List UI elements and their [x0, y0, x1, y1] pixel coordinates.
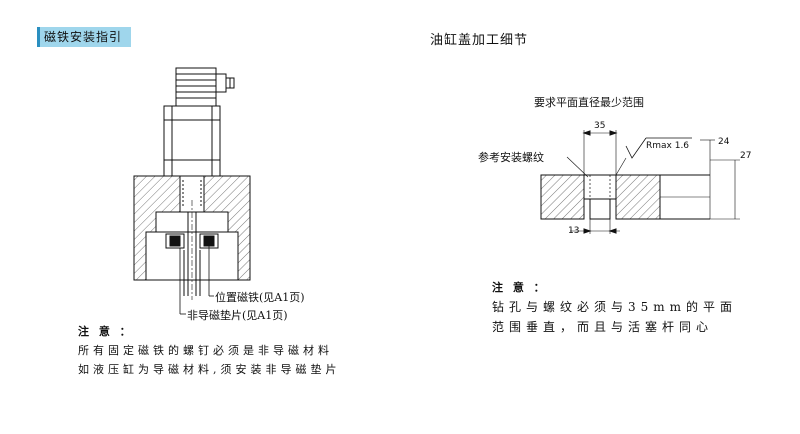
left-note-line-1: 所有固定磁铁的螺钉必须是非导磁材料 — [78, 344, 333, 357]
roughness-label: Rmax 1.6 — [646, 141, 690, 151]
left-note-title: 注 意 ： — [78, 325, 134, 338]
right-note-title: 注 意 ： — [492, 281, 548, 294]
left-note-line-2: 如液压缸为导磁材料,须安装非导磁垫片 — [78, 363, 341, 376]
dim-width-35: 35 — [594, 121, 606, 131]
right-note-line-2: 范围垂直，而且与活塞杆同心 — [492, 320, 714, 334]
section-tag: 磁铁安装指引 — [37, 27, 131, 47]
dim-hole-13: 13 — [568, 226, 580, 236]
right-note-line-1: 钻孔与螺纹必须与35mm的平面 — [492, 300, 738, 314]
thread-label: 参考安装螺纹 — [478, 151, 544, 164]
cylinder-head-section — [133, 175, 251, 315]
machining-detail — [540, 130, 740, 234]
sensor-assembly — [163, 67, 235, 177]
dim-depth-24: 24 — [718, 137, 730, 147]
right-figure-title: 要求平面直径最少范围 — [534, 96, 644, 109]
page-title: 油缸盖加工细节 — [430, 33, 529, 48]
dim-depth-27: 27 — [740, 151, 752, 161]
callout-magnet-position: 位置磁铁(见A1页) — [215, 291, 305, 304]
callout-non-magnetic-spacer: 非导磁垫片(见A1页) — [187, 309, 288, 322]
